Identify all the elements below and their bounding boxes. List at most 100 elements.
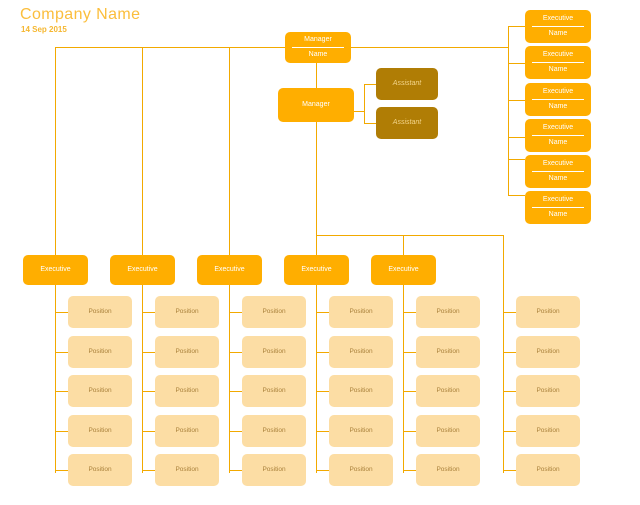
- node-position-label: Position: [262, 348, 286, 356]
- node-row-executive-1[interactable]: Executive: [23, 255, 88, 285]
- connector-manager-to-manager: [316, 63, 317, 88]
- node-assistant-1[interactable]: Assistant: [376, 68, 438, 100]
- node-position[interactable]: Position: [416, 415, 480, 447]
- node-position[interactable]: Position: [155, 454, 219, 486]
- node-position[interactable]: Position: [516, 415, 580, 447]
- node-position-label: Position: [536, 387, 560, 395]
- connector-right-exec-2: [508, 63, 525, 64]
- node-position[interactable]: Position: [68, 296, 132, 328]
- node-right-executive-1-name: Name: [548, 30, 568, 37]
- node-position[interactable]: Position: [516, 375, 580, 407]
- node-right-executive-4[interactable]: Executive Name: [525, 119, 591, 152]
- node-position-label: Position: [262, 308, 286, 316]
- node-position-label: Position: [349, 466, 373, 474]
- node-position[interactable]: Position: [242, 454, 306, 486]
- node-second-manager-role: Manager: [302, 101, 330, 109]
- node-position[interactable]: Position: [416, 336, 480, 368]
- node-position-label: Position: [536, 427, 560, 435]
- connector-drop-exec-2: [142, 47, 143, 255]
- connector-position-stub: [142, 352, 155, 353]
- connector-position-stub: [503, 391, 516, 392]
- node-right-executive-2[interactable]: Executive Name: [525, 46, 591, 79]
- connector-right-exec-6: [508, 195, 525, 196]
- connector-drop-exec-3: [229, 47, 230, 255]
- connector-right-bus: [508, 26, 509, 195]
- node-position-label: Position: [536, 466, 560, 474]
- connector-drop-col6: [503, 235, 504, 473]
- node-row-executive-2-role: Executive: [127, 266, 158, 274]
- node-position[interactable]: Position: [329, 454, 393, 486]
- node-row-executive-2[interactable]: Executive: [110, 255, 175, 285]
- node-assistant-1-role: Assistant: [392, 80, 422, 88]
- node-top-manager[interactable]: Manager Name: [285, 32, 351, 63]
- connector-drop-exec-1: [55, 47, 56, 255]
- node-position[interactable]: Position: [329, 296, 393, 328]
- connector-top-bus: [55, 47, 286, 48]
- node-right-executive-6[interactable]: Executive Name: [525, 191, 591, 224]
- node-position[interactable]: Position: [68, 336, 132, 368]
- node-position[interactable]: Position: [329, 415, 393, 447]
- node-right-executive-2-role: Executive: [532, 49, 584, 63]
- node-position-label: Position: [175, 348, 199, 356]
- node-position[interactable]: Position: [155, 375, 219, 407]
- node-position[interactable]: Position: [68, 375, 132, 407]
- connector-position-stub: [316, 431, 329, 432]
- node-position[interactable]: Position: [155, 415, 219, 447]
- node-position[interactable]: Position: [516, 296, 580, 328]
- connector-position-stub: [55, 470, 68, 471]
- node-right-executive-6-name: Name: [548, 211, 568, 218]
- node-top-manager-role: Manager: [292, 34, 344, 48]
- connector-position-stub: [142, 312, 155, 313]
- node-position[interactable]: Position: [416, 454, 480, 486]
- node-position-label: Position: [536, 308, 560, 316]
- node-right-executive-5[interactable]: Executive Name: [525, 155, 591, 188]
- node-top-manager-name: Name: [308, 51, 328, 58]
- node-position[interactable]: Position: [242, 336, 306, 368]
- node-position[interactable]: Position: [516, 336, 580, 368]
- node-row-executive-4[interactable]: Executive: [284, 255, 349, 285]
- connector-top-right: [351, 47, 509, 48]
- node-assistant-2[interactable]: Assistant: [376, 107, 438, 139]
- node-row-executive-5[interactable]: Executive: [371, 255, 436, 285]
- node-position[interactable]: Position: [155, 336, 219, 368]
- connector-assistant-1: [364, 84, 376, 85]
- connector-position-stub: [403, 470, 416, 471]
- node-position[interactable]: Position: [242, 296, 306, 328]
- node-position[interactable]: Position: [516, 454, 580, 486]
- node-position[interactable]: Position: [416, 296, 480, 328]
- node-position-label: Position: [175, 427, 199, 435]
- node-position[interactable]: Position: [68, 415, 132, 447]
- connector-assistant-stem: [348, 111, 364, 112]
- connector-position-stub: [142, 391, 155, 392]
- connector-col-1-spine: [55, 281, 56, 473]
- node-position[interactable]: Position: [329, 375, 393, 407]
- node-right-executive-2-name: Name: [548, 66, 568, 73]
- connector-position-stub: [403, 352, 416, 353]
- connector-assistant-bus: [364, 84, 365, 124]
- node-position[interactable]: Position: [329, 336, 393, 368]
- node-position[interactable]: Position: [242, 415, 306, 447]
- connector-position-stub: [403, 391, 416, 392]
- node-right-executive-1[interactable]: Executive Name: [525, 10, 591, 43]
- node-right-executive-3-role: Executive: [532, 86, 584, 100]
- node-position-label: Position: [349, 427, 373, 435]
- node-row-executive-3-role: Executive: [214, 266, 245, 274]
- node-position[interactable]: Position: [68, 454, 132, 486]
- connector-position-stub: [229, 470, 242, 471]
- node-position-label: Position: [88, 308, 112, 316]
- node-row-executive-3[interactable]: Executive: [197, 255, 262, 285]
- node-position[interactable]: Position: [242, 375, 306, 407]
- node-right-executive-4-role: Executive: [532, 122, 584, 136]
- node-position[interactable]: Position: [416, 375, 480, 407]
- node-position[interactable]: Position: [155, 296, 219, 328]
- node-second-manager[interactable]: Manager: [278, 88, 354, 122]
- connector-position-stub: [316, 391, 329, 392]
- connector-right-exec-1: [508, 26, 525, 27]
- node-position-label: Position: [88, 387, 112, 395]
- connector-position-stub: [55, 431, 68, 432]
- node-row-executive-4-role: Executive: [301, 266, 332, 274]
- node-position-label: Position: [436, 427, 460, 435]
- node-position-label: Position: [262, 466, 286, 474]
- connector-position-stub: [229, 312, 242, 313]
- node-right-executive-3[interactable]: Executive Name: [525, 83, 591, 116]
